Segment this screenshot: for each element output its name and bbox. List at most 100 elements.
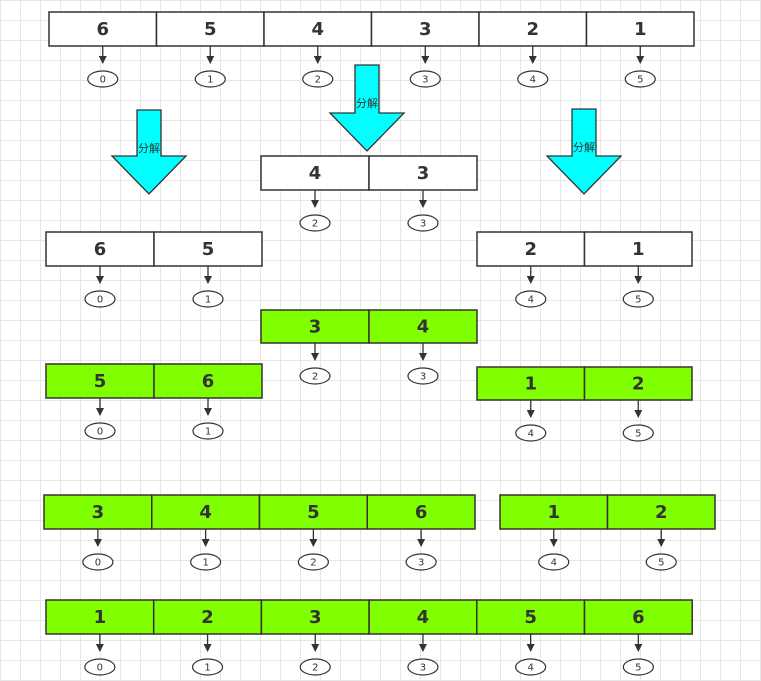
cell-value: 5 [524, 607, 537, 628]
array-cell: 54 [476, 599, 586, 676]
array-cell: 24 [476, 231, 586, 308]
index-label: 5 [635, 429, 641, 440]
index-label: 3 [422, 75, 428, 86]
index-oval [624, 70, 656, 88]
index-oval [299, 658, 331, 676]
index-label: 2 [312, 372, 318, 383]
array-cell: 14 [499, 494, 609, 571]
array-cell: 61 [153, 363, 263, 440]
cell-value: 3 [419, 19, 432, 40]
index-oval [515, 658, 547, 676]
array-cell: 60 [48, 11, 158, 88]
index-label: 3 [420, 372, 426, 383]
array-cell: 50 [45, 363, 155, 440]
decompose-label: 分解 [573, 140, 595, 154]
index-label: 2 [312, 219, 318, 230]
cell-value: 1 [547, 502, 560, 523]
cell-box [476, 231, 586, 267]
array-cell: 21 [152, 599, 263, 676]
cell-value: 3 [417, 163, 430, 184]
index-oval [297, 553, 329, 571]
index-label: 5 [637, 75, 643, 86]
index-label: 3 [418, 558, 424, 569]
decompose-arrow-1: 分解 [110, 109, 188, 195]
down-arrow-shape [328, 64, 406, 152]
cell-value: 1 [94, 607, 107, 628]
cell-box [606, 494, 716, 530]
cell-value: 4 [417, 607, 430, 628]
arrays: 6051423324154233605124153243506114253041… [43, 11, 716, 676]
index-label: 2 [315, 75, 321, 86]
index-oval [409, 70, 441, 88]
array-cell: 33 [370, 11, 480, 88]
down-arrow-shape [110, 109, 188, 195]
index-label: 1 [205, 295, 211, 306]
index-label: 0 [97, 295, 103, 306]
index-label: 4 [551, 558, 557, 569]
cell-box [585, 11, 695, 47]
array-cell: 51 [153, 231, 263, 308]
index-label: 1 [205, 427, 211, 438]
cell-value: 3 [309, 607, 322, 628]
cell-value: 5 [307, 502, 320, 523]
cell-value: 4 [199, 502, 212, 523]
index-label: 1 [204, 663, 210, 674]
array-cell: 15 [585, 11, 695, 88]
array-cell: 32 [260, 309, 370, 385]
down-arrow-shape [545, 108, 623, 195]
array-cell: 25 [583, 366, 693, 442]
cell-value: 6 [632, 607, 645, 628]
index-label: 3 [420, 663, 426, 674]
index-oval [407, 367, 439, 385]
index-oval [517, 70, 549, 88]
cell-box [370, 11, 480, 47]
index-label: 4 [528, 295, 534, 306]
index-oval [622, 658, 654, 676]
cell-value: 4 [417, 317, 430, 338]
index-oval [515, 290, 547, 308]
index-oval [538, 553, 570, 571]
cell-box [153, 363, 263, 399]
cell-value: 2 [655, 502, 668, 523]
index-oval [190, 553, 222, 571]
decompose-arrow-3: 分解 [545, 108, 623, 195]
index-oval [407, 658, 439, 676]
index-label: 1 [202, 558, 208, 569]
index-oval [87, 70, 119, 88]
index-label: 4 [528, 429, 534, 440]
index-label: 5 [658, 558, 664, 569]
index-oval [84, 290, 116, 308]
cell-value: 5 [202, 239, 215, 260]
index-label: 0 [100, 75, 106, 86]
decompose-label: 分解 [356, 96, 378, 110]
index-oval [84, 422, 116, 440]
index-oval [622, 424, 654, 442]
array-cell: 41 [151, 494, 261, 571]
cell-value: 6 [202, 371, 215, 392]
index-oval [407, 214, 439, 232]
array-cell: 60 [45, 231, 155, 308]
index-oval [515, 424, 547, 442]
cell-box [368, 599, 478, 635]
index-label: 1 [207, 75, 213, 86]
index-label: 4 [530, 75, 536, 86]
index-oval [299, 367, 331, 385]
cell-value: 1 [524, 374, 537, 395]
array-cell: 30 [43, 494, 153, 571]
array-cell: 42 [263, 11, 373, 88]
index-oval [302, 70, 334, 88]
index-label: 4 [527, 663, 533, 674]
array-cell: 43 [368, 309, 478, 385]
cell-box [43, 494, 153, 530]
index-label: 0 [97, 663, 103, 674]
cell-box [583, 599, 693, 635]
array-cell: 42 [260, 155, 370, 232]
array-cell: 14 [476, 366, 586, 442]
